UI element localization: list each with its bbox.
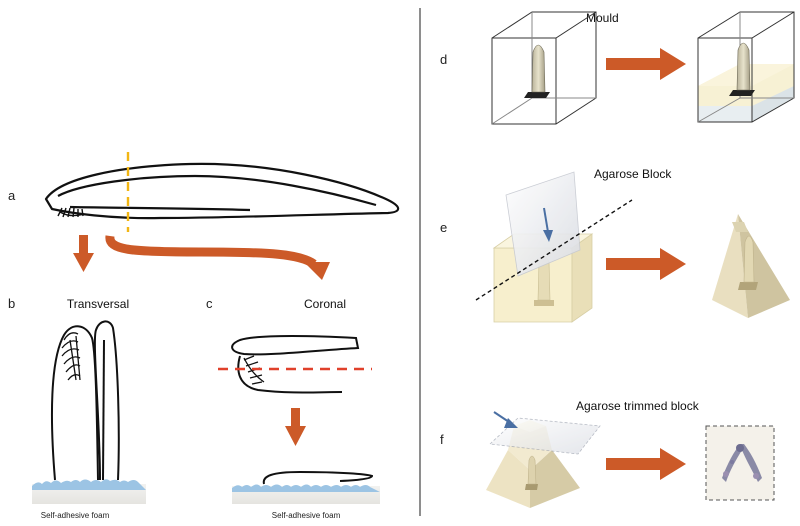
transversal-gills: [61, 332, 81, 381]
panel-letter-f: f: [440, 432, 444, 447]
panel-a: a: [8, 152, 400, 280]
mould-post-d1: [524, 44, 550, 98]
mould-post-d2: [729, 42, 755, 96]
fish-outline: [44, 162, 400, 220]
panel-letter-a: a: [8, 188, 16, 203]
arrow-d: [606, 48, 686, 80]
arrow-down-c: [285, 408, 306, 446]
pyramid-post-e: [738, 235, 758, 290]
panel-f: f Agarose trimmed block: [440, 399, 775, 508]
arrow-f: [606, 448, 686, 480]
arrow-curved-to-c: [105, 235, 330, 280]
panel-d-title: Mould: [586, 11, 619, 25]
panel-b: b Transversal Self-adhesive foam: [8, 296, 146, 520]
panel-c: c Coronal Self-adhesive foam: [206, 296, 380, 520]
foam-base-c: [232, 484, 380, 504]
panel-letter-e: e: [440, 220, 447, 235]
blade-plane: [505, 171, 581, 277]
section-tile: [705, 425, 775, 501]
panel-c-title: Coronal: [304, 297, 346, 311]
panel-f-title: Agarose trimmed block: [576, 399, 700, 413]
arrow-e: [606, 248, 686, 280]
blade-plane-f: [489, 411, 601, 455]
panel-letter-b: b: [8, 296, 15, 311]
arrow-down-to-b: [73, 235, 94, 272]
transversal-section: [50, 320, 120, 481]
cut-plane-line-e: [475, 199, 633, 301]
foam-base-b: [32, 479, 146, 504]
panel-e: e Agarose Block: [440, 167, 790, 323]
panel-e-title: Agarose Block: [594, 167, 672, 181]
fish-gills: [57, 207, 85, 218]
block-post-f: [525, 455, 538, 490]
panel-b-title: Transversal: [67, 297, 129, 311]
foam-label-c: Self-adhesive foam: [272, 511, 341, 520]
coronal-lying: [262, 470, 374, 485]
panel-letter-c: c: [206, 296, 213, 311]
panel-letter-d: d: [440, 52, 447, 67]
foam-label-b: Self-adhesive foam: [41, 511, 110, 520]
panel-d: d Mould: [440, 11, 795, 125]
